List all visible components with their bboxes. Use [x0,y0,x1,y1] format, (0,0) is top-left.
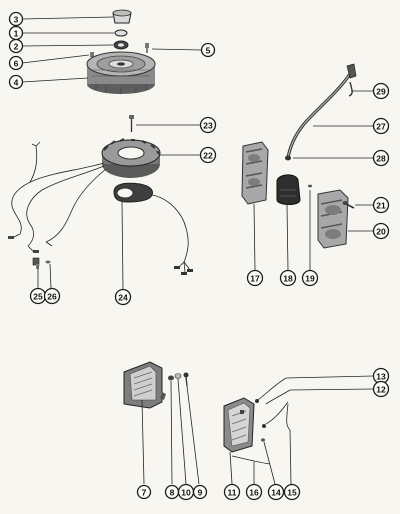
callout-24: 24 [114,288,132,306]
callout-5: 5 [200,42,216,58]
callout-4: 4 [8,74,24,90]
flywheel [86,51,156,94]
callout-8: 8 [164,484,180,500]
svg-text:1: 1 [14,29,19,39]
svg-text:4: 4 [14,78,19,88]
flywheel-cap-nut [112,9,132,24]
callout-6: 6 [8,55,24,71]
svg-text:26: 26 [47,292,57,302]
switch-box-screw [342,201,355,209]
svg-text:24: 24 [118,293,128,303]
svg-text:28: 28 [376,154,386,164]
callout-21: 21 [372,196,390,214]
svg-text:9: 9 [198,488,203,498]
callout-12: 12 [372,380,390,398]
switch-box-right [317,189,349,249]
high-tension-lead [285,63,357,161]
leader-lines [21,16,374,485]
svg-text:19: 19 [305,274,315,284]
callout-18: 18 [279,269,297,287]
svg-text:16: 16 [249,488,259,498]
svg-text:12: 12 [376,385,386,395]
flywheel-screw-right [145,43,149,53]
svg-text:21: 21 [376,201,386,211]
svg-text:5: 5 [206,46,211,56]
svg-text:27: 27 [376,122,386,132]
trigger-coil [113,182,193,275]
washer-ten [174,373,182,379]
svg-text:3: 3 [14,15,19,25]
callout-20: 20 [372,222,390,240]
svg-text:29: 29 [376,87,386,97]
callout-27: 27 [372,117,390,135]
svg-text:2: 2 [14,42,19,52]
stator [101,138,161,178]
switch-box-left [241,141,269,205]
callout-11: 11 [223,483,241,501]
callout-14: 14 [267,483,285,501]
svg-text:22: 22 [203,151,213,161]
callout-7: 7 [136,484,152,500]
svg-text:17: 17 [250,274,260,284]
svg-text:11: 11 [228,488,237,498]
lead-washer [261,438,265,442]
svg-text:18: 18 [283,274,293,284]
callout-1: 1 [8,25,24,41]
lockwasher [113,40,129,50]
rubber-boot [276,174,301,205]
svg-text:14: 14 [271,488,281,498]
ignition-coil-block [123,361,166,409]
callout-17: 17 [246,269,264,287]
stator-wiring-harness [8,141,107,253]
svg-text:7: 7 [142,488,147,498]
svg-text:25: 25 [33,292,43,302]
svg-text:15: 15 [287,488,297,498]
callout-28: 28 [372,149,390,167]
callout-26: 26 [43,287,61,305]
svg-text:6: 6 [14,59,19,69]
callout-23: 23 [199,116,217,134]
svg-text:23: 23 [203,121,213,131]
callout-22: 22 [199,146,217,164]
callout-10: 10 [177,483,195,501]
svg-text:10: 10 [181,488,191,498]
rectifier [223,397,255,453]
callout-29: 29 [372,82,390,100]
callout-9: 9 [192,484,208,500]
callout-25: 25 [29,287,47,305]
harness-screw-clip [32,257,40,269]
callout-3: 3 [8,11,24,27]
callout-16: 16 [245,483,263,501]
svg-text:20: 20 [376,227,386,237]
callout-2: 2 [8,38,24,54]
coil-screw [183,372,189,387]
washer [114,29,128,37]
callout-15: 15 [283,483,301,501]
callout-19: 19 [301,269,319,287]
svg-text:13: 13 [376,372,386,382]
washer-eight [168,375,174,381]
stator-screw [129,115,134,132]
svg-text:8: 8 [170,488,175,498]
rectifier-leads [231,377,291,465]
harness-washer [45,260,51,264]
small-screw [308,184,312,188]
